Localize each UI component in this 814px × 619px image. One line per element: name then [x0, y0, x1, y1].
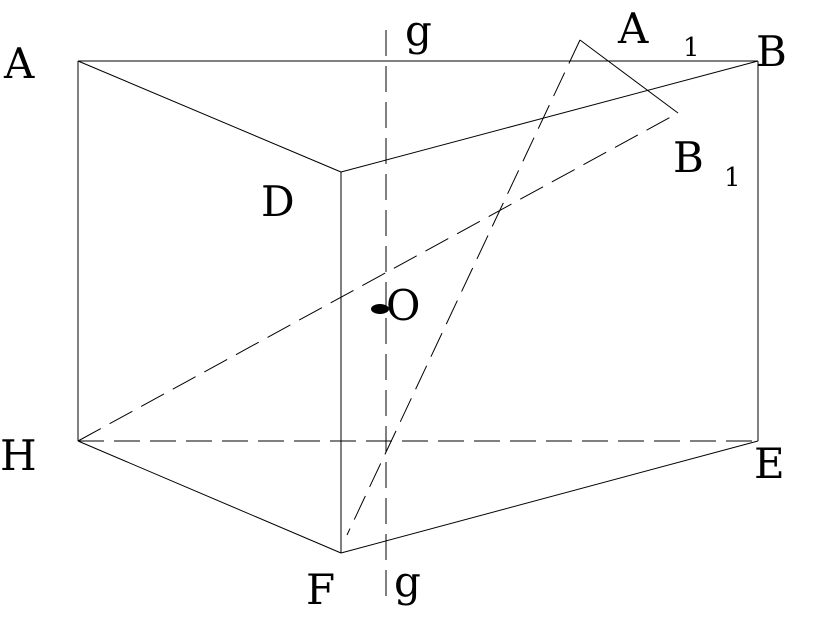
- point-O-marker: [371, 304, 389, 314]
- label-g-bottom: g: [394, 557, 421, 606]
- label-B1: B: [673, 133, 704, 182]
- label-B1-subscript: 1: [724, 163, 741, 193]
- edge-H-F: [77, 440, 342, 554]
- dashed-line-H-B1: [77, 112, 679, 442]
- label-B: B: [756, 27, 787, 76]
- segment-A1-B1: [579, 39, 679, 114]
- label-A1: A: [617, 4, 649, 53]
- label-F: F: [306, 565, 335, 614]
- dashed-line-A1-F: [346, 39, 581, 536]
- label-H: H: [0, 431, 37, 480]
- label-A1-subscript: 1: [683, 33, 700, 63]
- edge-D-B: [340, 60, 759, 173]
- label-g-top: g: [405, 6, 432, 55]
- label-O: O: [386, 281, 420, 330]
- label-E: E: [754, 439, 785, 488]
- edge-F-E: [340, 440, 759, 554]
- label-A: A: [3, 39, 35, 88]
- edge-A-D: [77, 60, 342, 173]
- label-D: D: [261, 177, 295, 226]
